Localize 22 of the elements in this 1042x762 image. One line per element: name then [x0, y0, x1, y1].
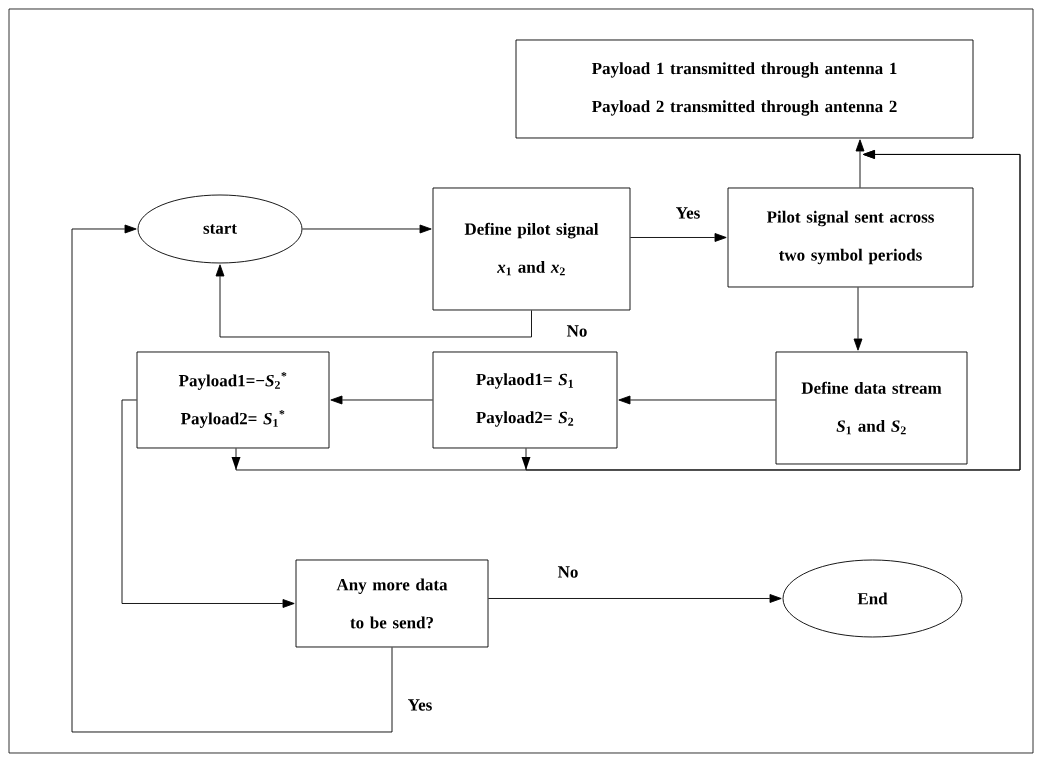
arrow: [71, 224, 393, 733]
process-box: Paylaod1= S$_{1}$ Payload2= S$_{2}$: [432, 351, 618, 449]
process-box: Payload1=−S$_{2}$* Payload2= S$_{1}$*: [136, 351, 330, 449]
arrow: [618, 395, 776, 405]
arrow: [302, 224, 432, 234]
process-box: Payload 1 transmitted through antenna 1 Payload 2 transmitted through antenna 2: [515, 39, 974, 139]
arrow: [853, 287, 863, 351]
arrow: [330, 395, 433, 405]
process-box: Define pilot signal x$_{1}$ and x$_{2}$: [432, 187, 631, 311]
arrow: [121, 399, 295, 608]
process-box: Define data stream S$_{1}$ and S$_{2}$: [775, 351, 968, 465]
edge-label: No: [565, 324, 589, 338]
arrow: [630, 233, 727, 242]
process-box: Pilot signal sent across two symbol periods: [727, 187, 974, 288]
arrow: [488, 594, 782, 603]
edge-label: Yes: [674, 206, 702, 220]
arrow: [855, 139, 865, 188]
process-box: Any more data to be send?: [295, 559, 489, 648]
arrow: [521, 150, 1021, 471]
edge-label: No: [556, 565, 580, 579]
edge-label: Yes: [406, 698, 434, 712]
arrow: [215, 264, 532, 338]
